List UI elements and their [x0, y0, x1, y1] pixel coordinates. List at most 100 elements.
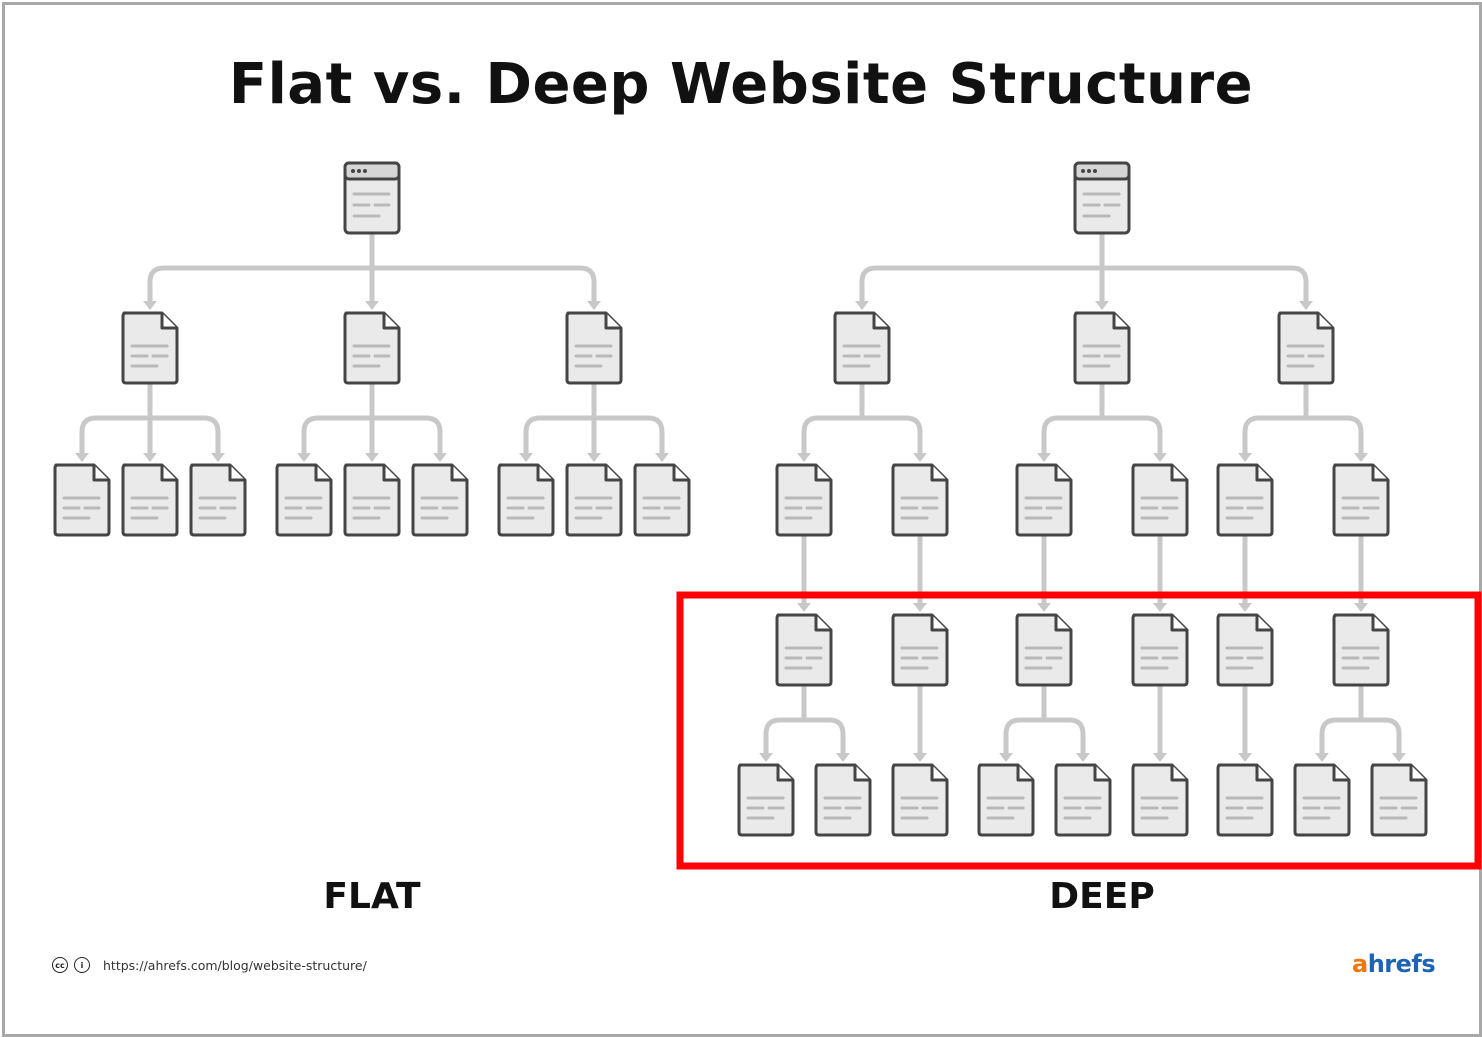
flat-homepage-icon: [343, 161, 401, 235]
arrowhead: [365, 453, 379, 462]
deep-category-page-icon: [1073, 311, 1131, 385]
flat-page-icon: [565, 463, 623, 537]
source-url[interactable]: https://ahrefs.com/blog/website-structur…: [103, 958, 367, 973]
arrowhead: [913, 603, 927, 612]
arrowhead: [1238, 753, 1252, 762]
connector-line: [1344, 415, 1364, 459]
arrowhead: [1076, 753, 1090, 762]
deep-level4-page-icon: [1293, 763, 1351, 837]
connector-line: [903, 415, 923, 459]
connector-line: [1143, 415, 1163, 459]
arrowhead: [913, 453, 927, 462]
connector-line: [763, 717, 783, 759]
arrowhead: [1392, 753, 1406, 762]
flat-category-page-icon: [121, 311, 179, 385]
flat-category-page-icon: [343, 311, 401, 385]
deep-level3-page-icon: [1332, 613, 1390, 687]
arrowhead: [855, 301, 869, 310]
deep-label: DEEP: [1049, 876, 1155, 917]
deep-level3-page-icon: [1015, 613, 1073, 687]
logo-first-letter: a: [1352, 950, 1368, 978]
deep-level3-page-icon: [775, 613, 833, 687]
connector-line: [301, 415, 321, 459]
deep-subcategory-page-icon: [1216, 463, 1274, 537]
arrowhead: [143, 301, 157, 310]
connector-line: [859, 265, 879, 307]
arrowhead: [587, 453, 601, 462]
connector-line: [147, 265, 167, 307]
deep-subcategory-page-icon: [775, 463, 833, 537]
deep-level4-page-icon: [1370, 763, 1428, 837]
deep-subcategory-page-icon: [891, 463, 949, 537]
deep-homepage-icon: [1073, 161, 1131, 235]
deep-level3-page-icon: [891, 613, 949, 687]
arrowhead: [1037, 453, 1051, 462]
arrowhead: [836, 753, 850, 762]
arrowhead: [1299, 301, 1313, 310]
arrowhead: [797, 453, 811, 462]
connector-line: [1319, 717, 1339, 759]
arrowhead: [1037, 603, 1051, 612]
arrowhead: [1315, 753, 1329, 762]
connector-line: [826, 717, 846, 759]
arrowhead: [1238, 603, 1252, 612]
page-title: Flat vs. Deep Website Structure: [228, 52, 1254, 117]
deep-level4-page-icon: [891, 763, 949, 837]
connector-line: [577, 265, 597, 307]
connector-line: [645, 415, 665, 459]
flat-page-icon: [343, 463, 401, 537]
flat-page-icon: [189, 463, 247, 537]
flat-page-icon: [121, 463, 179, 537]
connector-line: [1066, 717, 1086, 759]
flat-page-icon: [275, 463, 333, 537]
flat-page-icon: [53, 463, 111, 537]
connector-line: [423, 415, 443, 459]
arrowhead: [797, 603, 811, 612]
deep-subcategory-page-icon: [1131, 463, 1189, 537]
connector-line: [1289, 265, 1309, 307]
flat-page-icon: [633, 463, 691, 537]
arrowhead: [211, 453, 225, 462]
connector-line: [1382, 717, 1402, 759]
arrowhead: [433, 453, 447, 462]
connector-line: [1242, 415, 1262, 459]
arrowhead: [655, 453, 669, 462]
arrowhead: [1153, 453, 1167, 462]
connector-line: [523, 415, 543, 459]
attribution-icon: i: [74, 957, 90, 973]
arrowhead: [1238, 453, 1252, 462]
deep-level4-page-icon: [1131, 763, 1189, 837]
arrowhead: [519, 453, 533, 462]
ahrefs-logo[interactable]: ahrefs: [1352, 950, 1436, 978]
page-nodes: [53, 161, 1428, 837]
deep-category-page-icon: [833, 311, 891, 385]
flat-category-page-icon: [565, 311, 623, 385]
creative-commons-icon: cc: [52, 957, 68, 973]
flat-label: FLAT: [323, 876, 421, 917]
deep-level3-page-icon: [1131, 613, 1189, 687]
logo-rest: hrefs: [1367, 950, 1436, 978]
arrowhead: [913, 753, 927, 762]
connector-line: [801, 415, 821, 459]
arrowhead: [999, 753, 1013, 762]
arrowhead: [1153, 603, 1167, 612]
deep-category-page-icon: [1277, 311, 1335, 385]
license-icons: cc i: [52, 957, 90, 973]
arrowhead: [143, 453, 157, 462]
deep-subcategory-page-icon: [1332, 463, 1390, 537]
arrowhead: [587, 301, 601, 310]
arrowhead: [1354, 603, 1368, 612]
deep-subcategory-page-icon: [1015, 463, 1073, 537]
deep-level4-page-icon: [737, 763, 795, 837]
connector-lines: [75, 231, 1406, 762]
arrowhead: [1153, 753, 1167, 762]
connector-line: [201, 415, 221, 459]
deep-level3-page-icon: [1216, 613, 1274, 687]
arrowhead: [759, 753, 773, 762]
arrowhead: [365, 301, 379, 310]
connector-line: [79, 415, 99, 459]
flat-page-icon: [497, 463, 555, 537]
